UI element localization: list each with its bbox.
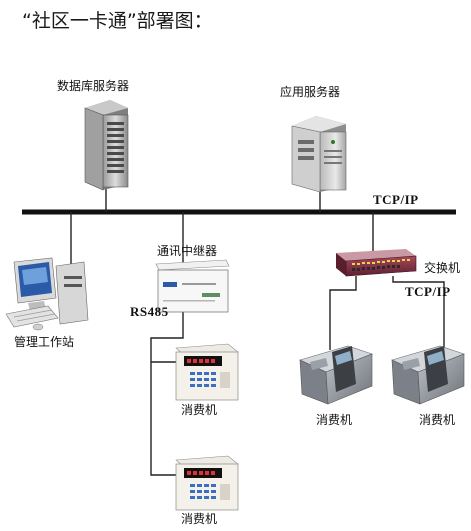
pos-terminal-2-icon [175,455,239,511]
backbone-protocol-label: TCP/IP [373,192,419,207]
serial-protocol-label: RS485 [130,304,169,319]
pos-terminal-1-icon [175,343,239,401]
application-server-icon [291,116,347,193]
pos-terminal-1-label: 消费机 [181,403,218,417]
pos-terminal-3-icon [299,345,373,405]
rs485-link [150,312,184,476]
pos-terminal-4-label: 消费机 [419,413,456,427]
database-server-icon [84,100,129,191]
switch-protocol-label: TCP/IP [405,284,451,299]
page-title: “社区一卡通”部署图： [22,10,213,32]
pos-terminal-4-icon [391,345,465,405]
relay-label: 通讯中继器 [157,244,218,258]
workstation-label: 管理工作站 [14,335,75,349]
switch-icon [336,249,417,277]
relay-icon [155,259,230,313]
app-server-label: 应用服务器 [280,85,341,99]
switch-to-pos-3-link [329,276,357,350]
db-server-label: 数据库服务器 [57,79,130,93]
pos-terminal-2-label: 消费机 [181,512,218,526]
pos-terminal-3-label: 消费机 [316,413,353,427]
switch-label: 交换机 [424,261,461,275]
workstation-icon [5,257,89,331]
